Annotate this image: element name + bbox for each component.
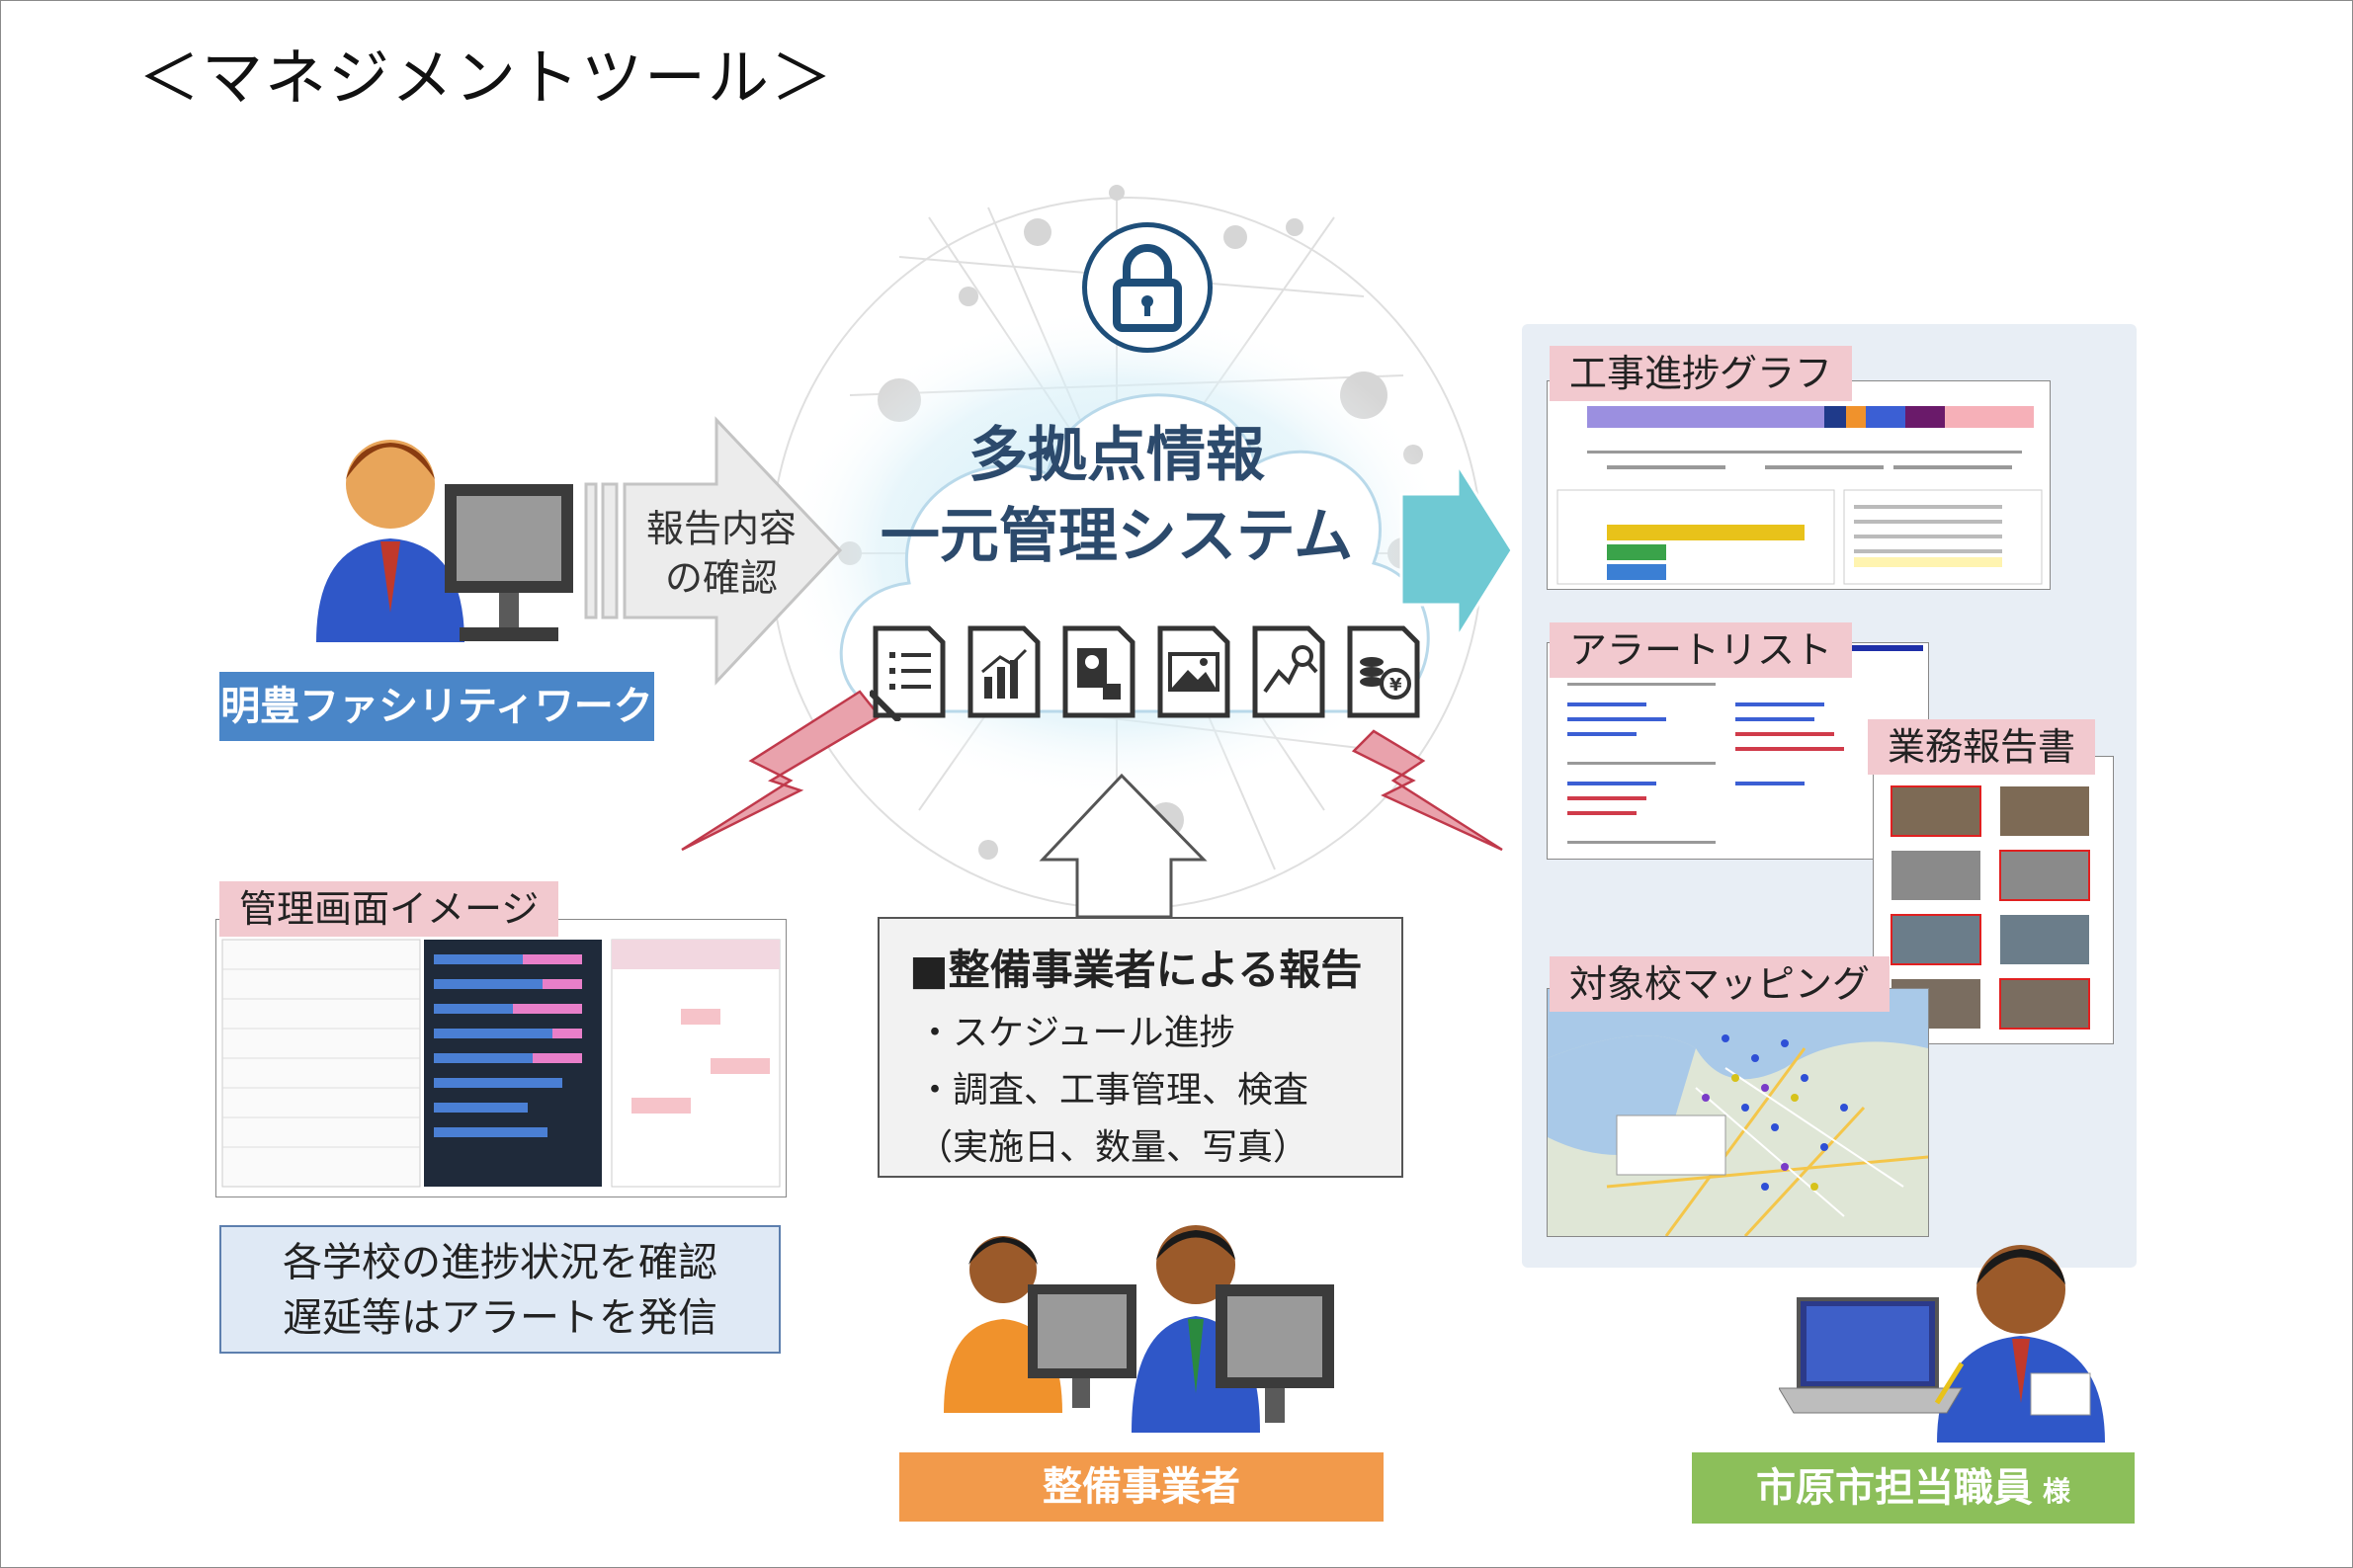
report-item: ・スケジュール進捗 (917, 1013, 1235, 1053)
admin-screen-tab: 管理画面イメージ (219, 881, 559, 937)
lightning-right (1351, 729, 1503, 852)
progress-graph-thumbnail (1547, 380, 2051, 590)
city-staff-label: 市原市担当職員様 (1692, 1452, 2135, 1524)
admin-note-box: 各学校の進捗状況を確認 遅延等はアラートを発信 (219, 1225, 781, 1354)
cloud-title-line1: 多拠点情報 (968, 421, 1265, 490)
locked-id-document-icon (1062, 625, 1135, 718)
honorific-suffix: 様 (2042, 1475, 2070, 1508)
report-check-line1: 報告内容 (645, 507, 797, 550)
city-staff-label-text: 市原市担当職員 (1755, 1465, 2033, 1511)
contractor-label: 整備事業者 (899, 1452, 1384, 1522)
contractor-report-box: ■整備事業者による報告 ・スケジュール進捗 ・調査、工事管理、検査 （実施日、数… (878, 917, 1403, 1178)
business-report-tab: 業務報告書 (1868, 719, 2096, 775)
report-item: ・調査、工事管理、検査 (917, 1070, 1309, 1111)
progress-graph-tab: 工事進捗グラフ (1550, 346, 1853, 401)
admin-screen-graphic (221, 939, 781, 1188)
up-report-arrow (1039, 773, 1208, 919)
document-icon-row: ¥ (870, 622, 1423, 731)
city-staff-avatar (1779, 1245, 2105, 1443)
right-output-arrow (1399, 458, 1514, 643)
school-map-tab: 対象校マッピング (1550, 956, 1891, 1012)
alert-list-thumbnail (1547, 642, 1929, 860)
alert-list-graphic (1567, 645, 1923, 844)
checklist-document-icon (870, 625, 946, 721)
school-map-graphic (1548, 989, 1929, 1238)
chart-document-icon (967, 625, 1041, 718)
admin-screen-thumbnail (215, 919, 787, 1197)
analytics-document-icon (1252, 625, 1325, 718)
image-document-icon (1157, 625, 1230, 718)
lock-icon (1113, 244, 1182, 332)
cloud-title-line2: 一元管理システム (880, 502, 1354, 571)
facility-company-label: 明豊ファシリティワークス (219, 672, 654, 798)
facility-staff-avatar (316, 440, 573, 642)
lock-badge (1082, 222, 1213, 353)
page-title: ＜マネジメントツール＞ (138, 41, 835, 114)
school-map-thumbnail (1547, 988, 1929, 1238)
report-item: （実施日、数量、写真） (917, 1127, 1309, 1168)
report-heading: ■整備事業者による報告 (909, 946, 1363, 994)
lightning-left (681, 690, 882, 852)
cloud-system-title: 多拠点情報 一元管理システム (860, 415, 1374, 577)
report-check-line2: の確認 (664, 556, 778, 600)
admin-note-line2: 遅延等はアラートを発信 (283, 1295, 717, 1341)
admin-note-line1: 各学校の進捗状況を確認 (283, 1240, 717, 1285)
alert-list-tab: アラートリスト (1550, 622, 1853, 678)
report-check-text: 報告内容 の確認 (623, 504, 820, 603)
left-report-arrow (584, 416, 843, 686)
svg-text:¥: ¥ (1389, 675, 1402, 696)
progress-graph-graphic (1556, 406, 2043, 585)
contractor-avatars (944, 1225, 1334, 1433)
money-yen-document-icon: ¥ (1347, 625, 1420, 718)
